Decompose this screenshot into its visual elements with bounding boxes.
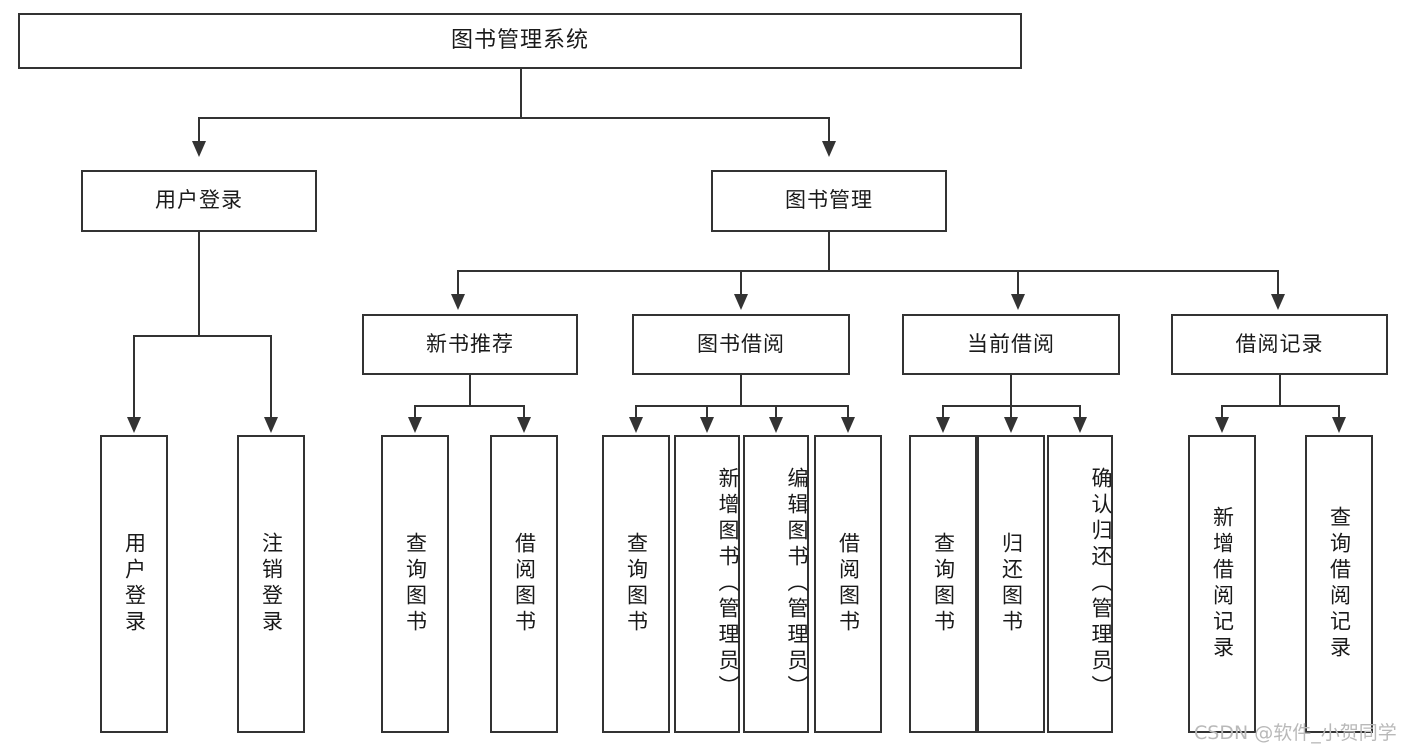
edge-borrow-record-stem bbox=[1279, 375, 1281, 406]
arrowhead-leaf-query-book-2 bbox=[629, 417, 643, 433]
edge-root-to-book-manage bbox=[828, 117, 830, 143]
leaf-query-book-new-book[interactable]: 查询图书 bbox=[381, 435, 449, 733]
edge-new-book-stem bbox=[469, 375, 471, 406]
arrowhead-leaf-query-book-1 bbox=[408, 417, 422, 433]
edge-user-login-stem bbox=[198, 232, 200, 336]
edge-current-borrow-bus bbox=[943, 405, 1081, 407]
edge-borrow-record-bus bbox=[1222, 405, 1340, 407]
edge-bb-to-leaf-3 bbox=[775, 405, 777, 419]
edge-bb-to-leaf-2 bbox=[706, 405, 708, 419]
node-book-borrow[interactable]: 图书借阅 bbox=[632, 314, 850, 375]
edge-bm-to-current-borrow bbox=[1017, 270, 1019, 296]
arrowhead-new-book-recommend bbox=[451, 294, 465, 310]
edge-root-bus bbox=[199, 117, 830, 119]
node-user-login[interactable]: 用户登录 bbox=[81, 170, 317, 232]
edge-book-manage-stem bbox=[828, 232, 830, 271]
edge-user-login-to-leaf-2 bbox=[270, 335, 272, 419]
arrowhead-leaf-confirm-return bbox=[1073, 417, 1087, 433]
watermark-credit: CSDN @软件_小贺同学 bbox=[1194, 722, 1397, 744]
arrowhead-leaf-add-book bbox=[700, 417, 714, 433]
leaf-query-borrow-record[interactable]: 查询借阅记录 bbox=[1305, 435, 1373, 733]
edge-cb-to-leaf-1 bbox=[942, 405, 944, 419]
arrowhead-leaf-borrow-book-1 bbox=[517, 417, 531, 433]
edge-nb-to-leaf-1 bbox=[414, 405, 416, 419]
arrowhead-leaf-user-login bbox=[127, 417, 141, 433]
node-current-borrow[interactable]: 当前借阅 bbox=[902, 314, 1120, 375]
edge-user-login-to-leaf-1 bbox=[133, 335, 135, 419]
edge-current-borrow-stem bbox=[1010, 375, 1012, 406]
edge-book-borrow-bus bbox=[636, 405, 849, 407]
edge-br-to-leaf-2 bbox=[1338, 405, 1340, 419]
leaf-confirm-return[interactable]: 确认归还（管理员） bbox=[1047, 435, 1113, 733]
leaf-edit-book[interactable]: 编辑图书（管理员） bbox=[743, 435, 809, 733]
leaf-query-book-borrow[interactable]: 查询图书 bbox=[602, 435, 670, 733]
arrowhead-leaf-logout-login bbox=[264, 417, 278, 433]
edge-br-to-leaf-1 bbox=[1221, 405, 1223, 419]
leaf-logout-login[interactable]: 注销登录 bbox=[237, 435, 305, 733]
edge-bm-to-new-book bbox=[457, 270, 459, 296]
leaf-return-book[interactable]: 归还图书 bbox=[977, 435, 1045, 733]
node-root-system[interactable]: 图书管理系统 bbox=[18, 13, 1022, 69]
edge-nb-to-leaf-2 bbox=[523, 405, 525, 419]
arrowhead-book-borrow bbox=[734, 294, 748, 310]
edge-user-login-bus bbox=[134, 335, 272, 337]
arrowhead-leaf-borrow-book-2 bbox=[841, 417, 855, 433]
node-new-book-recommend[interactable]: 新书推荐 bbox=[362, 314, 578, 375]
leaf-add-book[interactable]: 新增图书（管理员） bbox=[674, 435, 740, 733]
leaf-user-login[interactable]: 用户登录 bbox=[100, 435, 168, 733]
leaf-borrow-book-new-book[interactable]: 借阅图书 bbox=[490, 435, 558, 733]
leaf-query-book-current[interactable]: 查询图书 bbox=[909, 435, 977, 733]
arrowhead-leaf-edit-book bbox=[769, 417, 783, 433]
node-borrow-record[interactable]: 借阅记录 bbox=[1171, 314, 1388, 375]
edge-root-stem bbox=[520, 69, 522, 118]
arrowhead-borrow-record bbox=[1271, 294, 1285, 310]
edge-bb-to-leaf-1 bbox=[635, 405, 637, 419]
leaf-borrow-book-borrow[interactable]: 借阅图书 bbox=[814, 435, 882, 733]
edge-book-borrow-stem bbox=[740, 375, 742, 406]
edge-cb-to-leaf-3 bbox=[1079, 405, 1081, 419]
edge-bb-to-leaf-4 bbox=[847, 405, 849, 419]
arrowhead-leaf-query-record bbox=[1332, 417, 1346, 433]
edge-bm-to-borrow-record bbox=[1277, 270, 1279, 296]
edge-bm-to-book-borrow bbox=[740, 270, 742, 296]
arrowhead-book-manage bbox=[822, 141, 836, 157]
node-book-manage[interactable]: 图书管理 bbox=[711, 170, 947, 232]
edge-book-manage-bus bbox=[458, 270, 1279, 272]
arrowhead-user-login bbox=[192, 141, 206, 157]
leaf-add-borrow-record[interactable]: 新增借阅记录 bbox=[1188, 435, 1256, 733]
edge-new-book-bus bbox=[415, 405, 525, 407]
arrowhead-current-borrow bbox=[1011, 294, 1025, 310]
arrowhead-leaf-add-record bbox=[1215, 417, 1229, 433]
arrowhead-leaf-return-book bbox=[1004, 417, 1018, 433]
arrowhead-leaf-query-book-3 bbox=[936, 417, 950, 433]
edge-root-to-user-login bbox=[198, 117, 200, 143]
edge-cb-to-leaf-2 bbox=[1010, 405, 1012, 419]
